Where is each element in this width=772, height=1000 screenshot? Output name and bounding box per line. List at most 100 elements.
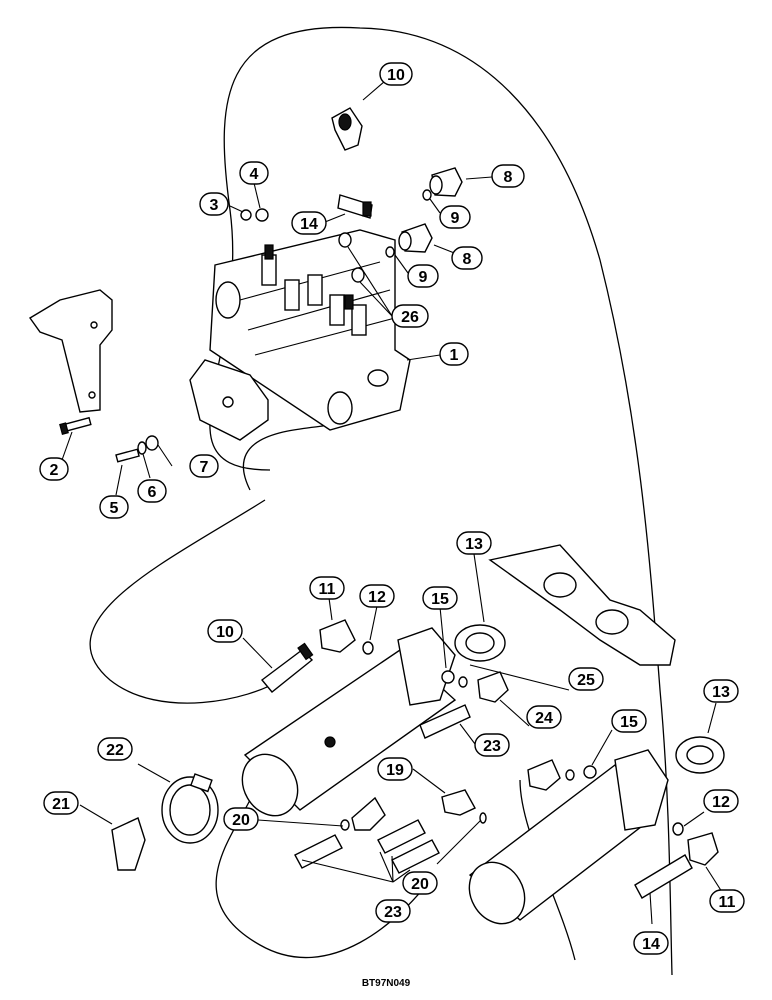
callout-26[interactable]: 26 (391, 304, 429, 328)
callout-13-lower[interactable]: 13 (703, 679, 739, 703)
elbow-fitting-8-upper (429, 167, 463, 197)
svg-text:8: 8 (463, 251, 472, 268)
callout-10-lower[interactable]: 10 (207, 619, 243, 643)
callout-12-lower[interactable]: 12 (703, 789, 739, 813)
bolt-5 (115, 448, 140, 463)
washer-6 (137, 441, 147, 455)
elbow-fitting-8-lower (398, 223, 433, 253)
callout-10-upper[interactable]: 10 (379, 62, 413, 86)
callout-14-upper[interactable]: 14 (291, 211, 327, 235)
o-ring-20-b (479, 812, 487, 824)
svg-text:15: 15 (431, 591, 449, 608)
svg-text:9: 9 (451, 210, 460, 227)
cylinder-right (468, 736, 725, 925)
svg-text:25: 25 (577, 672, 595, 689)
nut-4 (255, 208, 269, 222)
cylinder-left (241, 624, 506, 817)
callout-14-lower[interactable]: 14 (633, 931, 669, 955)
svg-text:12: 12 (368, 589, 386, 606)
svg-text:15: 15 (620, 714, 638, 731)
o-ring-9-lower (385, 246, 395, 258)
svg-text:14: 14 (642, 936, 660, 953)
plug-26-a (338, 232, 352, 248)
hose-end-14-lower (634, 854, 693, 899)
svg-text:5: 5 (110, 500, 119, 517)
svg-text:24: 24 (535, 710, 553, 727)
svg-text:1: 1 (450, 347, 459, 364)
callout-11-lower[interactable]: 11 (709, 889, 745, 913)
callout-21[interactable]: 21 (43, 791, 79, 815)
hose-end-10-upper (331, 107, 363, 151)
callout-20-left[interactable]: 20 (223, 807, 259, 831)
svg-text:7: 7 (200, 459, 209, 476)
svg-text:26: 26 (401, 309, 419, 326)
callout-9-lower[interactable]: 9 (407, 264, 439, 288)
nut-7 (145, 435, 159, 451)
tee-fitting-11-upper (319, 619, 356, 653)
callout-13-upper[interactable]: 13 (456, 531, 492, 555)
hose-end-14-upper (337, 194, 373, 219)
svg-text:8: 8 (504, 169, 513, 186)
svg-text:2: 2 (50, 462, 59, 479)
bolt-2 (59, 416, 92, 435)
fitting-15-lower (583, 765, 597, 779)
callout-20-right[interactable]: 20 (402, 871, 438, 895)
hose-end-23-c (391, 839, 440, 874)
callout-5[interactable]: 5 (99, 495, 129, 519)
hose-clamp-22 (161, 773, 219, 844)
callout-15-upper[interactable]: 15 (422, 586, 458, 610)
valve-support-bracket (189, 359, 269, 441)
callout-11-upper[interactable]: 11 (309, 576, 345, 600)
elbow-fitting-24-upper (477, 671, 509, 703)
svg-text:11: 11 (719, 894, 736, 911)
o-ring-12-upper (362, 641, 374, 655)
o-ring-25-upper (458, 676, 468, 688)
elbow-fitting-24-lower (527, 759, 561, 791)
callout-23-upper[interactable]: 23 (474, 733, 510, 757)
callout-4[interactable]: 4 (239, 161, 269, 185)
callout-12-upper[interactable]: 12 (359, 584, 395, 608)
callout-3[interactable]: 3 (199, 192, 229, 216)
o-ring-25-lower (565, 769, 575, 781)
callout-1[interactable]: 1 (439, 342, 469, 366)
tee-fitting-11-lower (687, 832, 719, 866)
svg-text:11: 11 (319, 581, 336, 598)
mounting-bracket (28, 289, 113, 413)
svg-text:20: 20 (411, 876, 429, 893)
svg-text:21: 21 (52, 796, 70, 813)
hose-end-10-lower (260, 642, 314, 693)
elbow-fitting-19-a (351, 796, 386, 831)
callout-6[interactable]: 6 (137, 479, 167, 503)
callout-25[interactable]: 25 (568, 667, 604, 691)
callout-8-lower[interactable]: 8 (451, 246, 483, 270)
o-ring-9-upper (422, 189, 432, 201)
svg-text:6: 6 (148, 484, 157, 501)
loader-arm-outline (488, 544, 676, 666)
callout-8-upper[interactable]: 8 (491, 164, 525, 188)
callout-24[interactable]: 24 (526, 705, 562, 729)
callout-22[interactable]: 22 (97, 737, 133, 761)
o-ring-20-a (340, 819, 350, 831)
callout-9-upper[interactable]: 9 (439, 205, 471, 229)
svg-text:10: 10 (216, 624, 234, 641)
figure-reference: BT97N049 (362, 978, 411, 989)
svg-text:12: 12 (712, 794, 730, 811)
hose-end-23-upper (419, 704, 471, 739)
svg-text:9: 9 (419, 269, 428, 286)
svg-text:19: 19 (386, 762, 404, 779)
callout-15-lower[interactable]: 15 (611, 709, 647, 733)
svg-text:13: 13 (712, 684, 730, 701)
callout-7[interactable]: 7 (189, 454, 219, 478)
svg-text:3: 3 (210, 197, 219, 214)
hose-line-return (242, 424, 331, 491)
callout-23-lower[interactable]: 23 (375, 899, 411, 923)
svg-text:14: 14 (300, 216, 318, 233)
hose-end-23-b (377, 819, 426, 854)
callout-2[interactable]: 2 (39, 457, 69, 481)
hose-end-23-a (294, 834, 343, 869)
washer-3 (240, 209, 252, 221)
callout-19[interactable]: 19 (377, 757, 413, 781)
elbow-fitting-19-b (441, 789, 476, 816)
svg-text:4: 4 (250, 166, 259, 183)
